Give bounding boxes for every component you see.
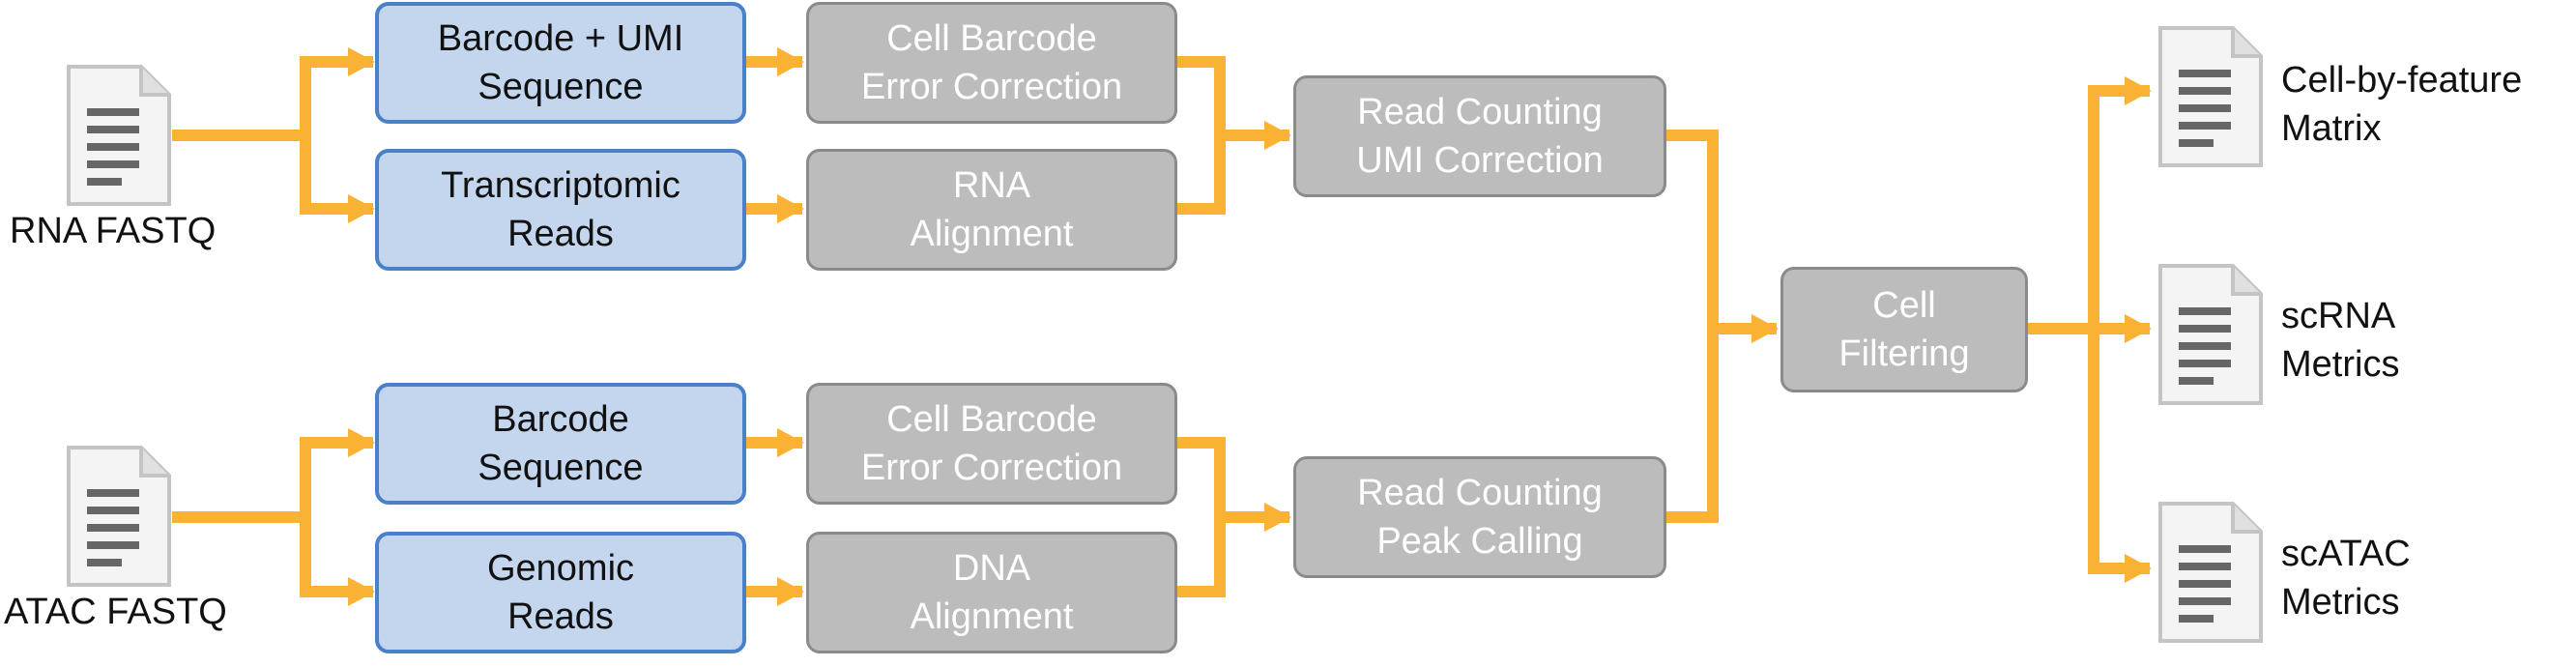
barcode-umi-line1: Barcode + UMI [437,18,684,59]
barcode-sequence-line1: Barcode [492,399,629,440]
rna-alignment-box: RNA Alignment [806,149,1177,271]
rna-counting-line1: Read Counting [1357,92,1603,132]
rna-alignment-line2: Alignment [910,214,1074,254]
atac-counting-line1: Read Counting [1357,473,1603,513]
barcode-umi-line2: Sequence [478,67,644,107]
cell-filtering-line2: Filtering [1838,334,1970,374]
scatac-line1: scATAC [2281,534,2411,574]
atac-fastq-label: ATAC FASTQ [4,592,227,632]
rna-alignment-line1: RNA [952,165,1031,206]
scatac-line2: Metrics [2281,582,2400,623]
matrix-line1: Cell-by-feature [2281,60,2523,101]
atac-bc-correction-line1: Cell Barcode [886,399,1097,440]
connector-atac-merge [1177,437,1226,597]
barcode-umi-sequence-box: Barcode + UMI Sequence [375,2,746,124]
connector-rna-merge [1177,56,1226,215]
matrix-line2: Matrix [2281,108,2382,149]
scrna-line2: Metrics [2281,344,2400,385]
scrna-line1: scRNA [2281,296,2396,336]
matrix-output-label: Cell-by-feature Matrix [2281,56,2522,153]
matrix-document-icon [2158,26,2263,167]
rna-bc-correction-line1: Cell Barcode [886,18,1097,59]
scrna-metrics-document-icon [2158,264,2263,405]
barcode-sequence-line2: Sequence [478,448,644,488]
dna-alignment-line2: Alignment [910,596,1074,637]
genomic-line1: Genomic [486,548,635,589]
atac-bc-correction-line2: Error Correction [860,448,1123,488]
scatac-metrics-document-icon [2158,502,2263,643]
rna-bc-correction-line2: Error Correction [860,67,1123,107]
atac-fastq-document-icon [67,446,171,587]
genomic-line2: Reads [507,596,614,637]
rna-counting-line2: UMI Correction [1356,140,1604,181]
rna-fastq-document-icon [67,65,171,206]
transcriptomic-line2: Reads [507,214,614,254]
scrna-output-label: scRNA Metrics [2281,292,2399,389]
transcriptomic-line1: Transcriptomic [441,165,680,206]
atac-counting-line2: Peak Calling [1376,521,1583,562]
dna-alignment-line1: DNA [952,548,1031,589]
scatac-output-label: scATAC Metrics [2281,530,2411,626]
cell-filtering-line1: Cell [1872,285,1936,326]
rna-fastq-label: RNA FASTQ [10,211,217,251]
connector-counting-merge [1666,130,1719,523]
dna-alignment-box: DNA Alignment [806,532,1177,653]
